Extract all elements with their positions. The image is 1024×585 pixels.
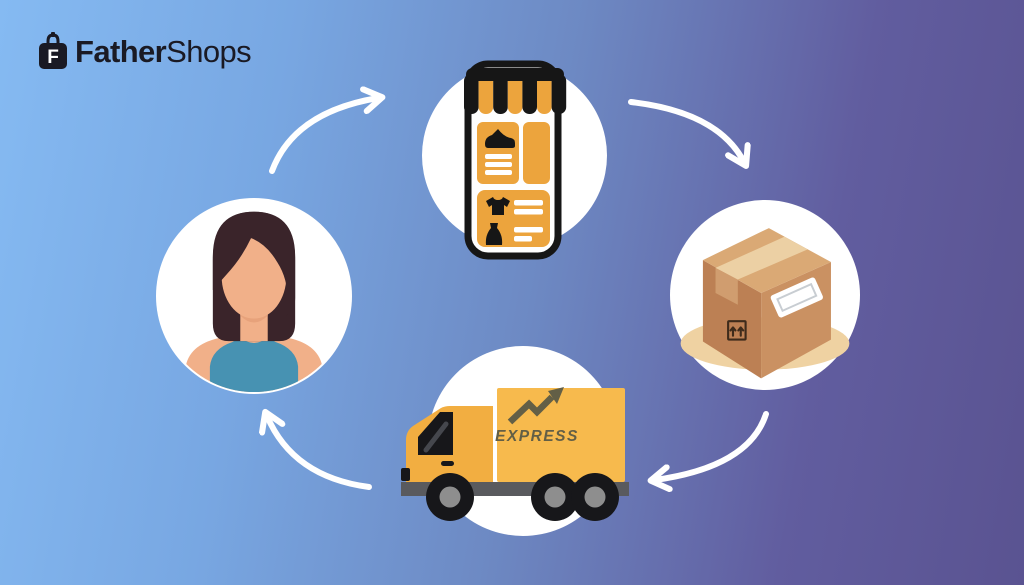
shipping-label [770,277,823,318]
avatar-tank-top [209,337,299,393]
box-top-tape [715,236,808,280]
zigzag-arrow-icon [507,394,555,425]
windshield [418,412,453,455]
woman-avatar-illustration [185,211,323,393]
shoe-icon [485,129,515,148]
mobile-storefront-illustration [464,60,567,260]
product-card-shoes [477,122,519,184]
express-logo: EXPRESS [495,387,579,445]
wheels [426,473,619,521]
dress-icon [485,223,503,245]
arrow-customer-to-store [269,98,378,174]
windshield-highlight [423,421,449,453]
tshirt-icon [486,197,510,215]
bag-letter: F [47,47,59,68]
awning [464,68,567,114]
product-card-apparel [477,190,550,247]
brand-name-bold: Father [75,33,167,69]
brand-name-regular: Shops [166,33,252,69]
arrow-truck-to-customer [267,416,372,490]
truck-cargo-box [497,388,625,482]
product-card-side [523,122,550,184]
shipping-box-illustration [680,228,850,379]
shopping-bag-icon: F [39,32,67,69]
fragile-icon [727,320,747,341]
awning-bar [466,68,564,81]
door-handle [441,461,454,466]
arrow-package-to-truck [655,411,769,480]
box-left-tape [715,267,738,305]
zigzag-arrowhead [548,387,564,404]
express-label: EXPRESS [495,428,579,445]
arrow-store-to-package [628,99,744,162]
brand-logo: F FatherShops [38,32,252,70]
brand-name: FatherShops [75,33,252,69]
front-bumper [401,468,410,481]
express-truck-illustration: EXPRESS [401,387,629,521]
avatar-hair-front [212,211,296,316]
